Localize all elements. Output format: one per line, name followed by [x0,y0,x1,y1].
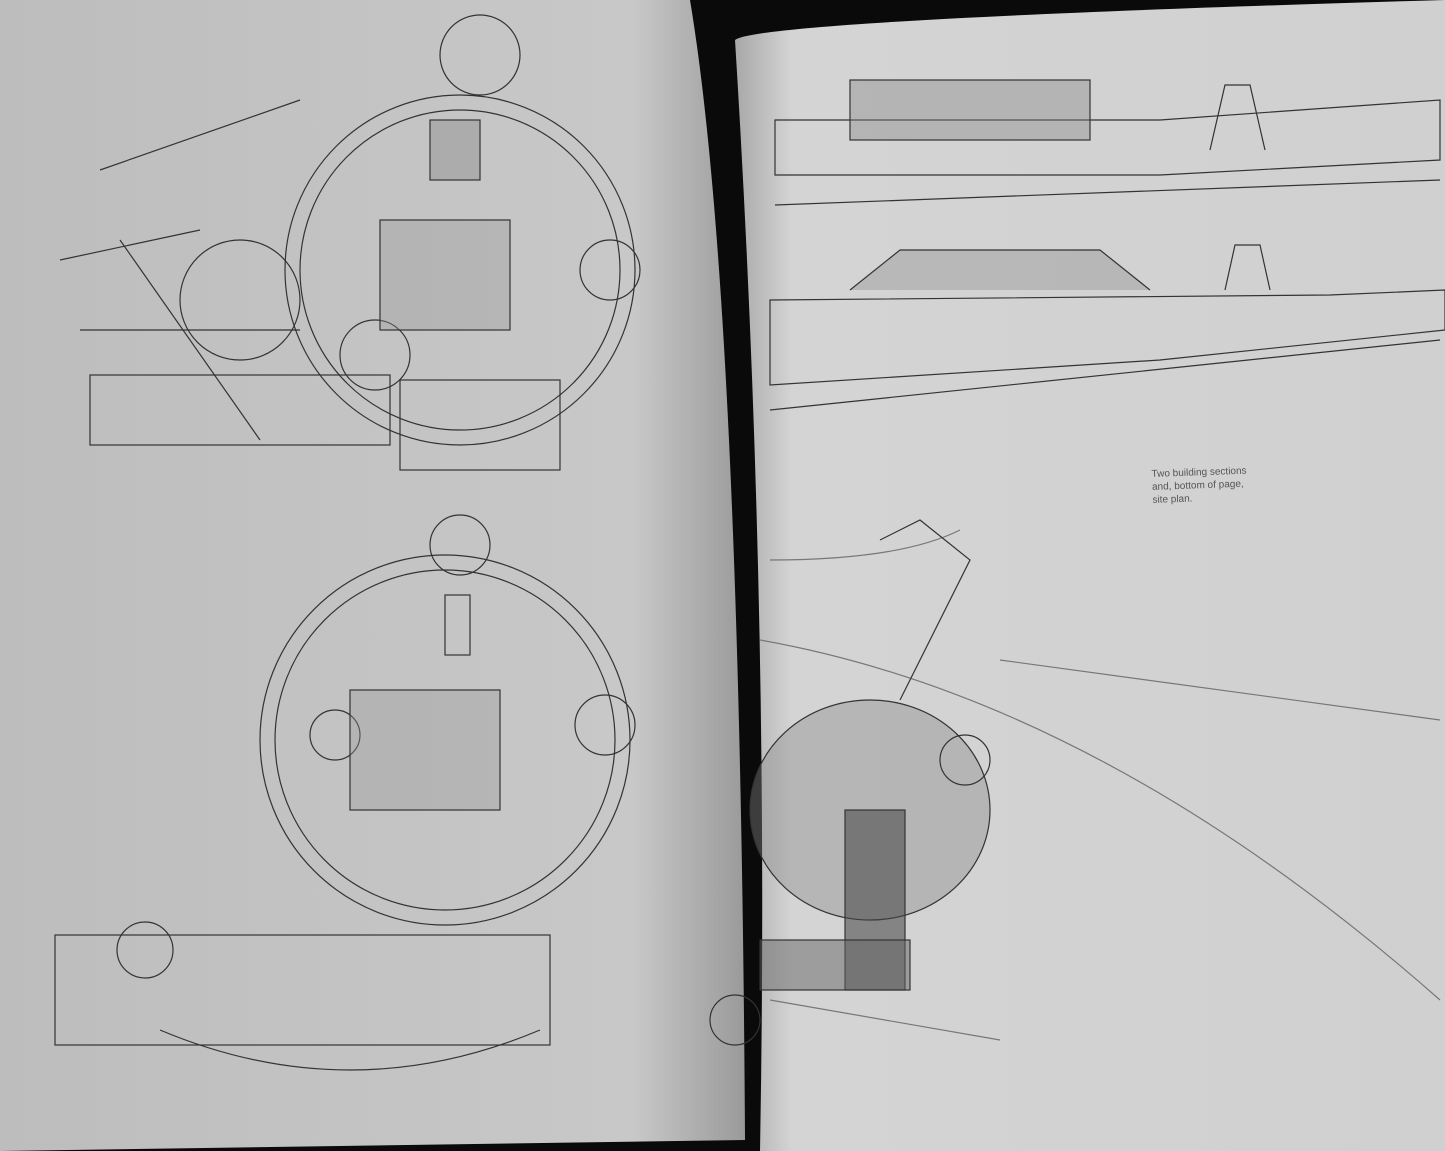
left-page [0,0,745,1151]
figure-caption: Two building sections and, bottom of pag… [1151,464,1262,507]
floor-plan-upper [59,14,641,471]
floor-plan-lower [54,514,636,1071]
building-section-lower [769,244,1445,411]
building-section-upper [774,79,1441,206]
site-plan [709,519,1441,1046]
